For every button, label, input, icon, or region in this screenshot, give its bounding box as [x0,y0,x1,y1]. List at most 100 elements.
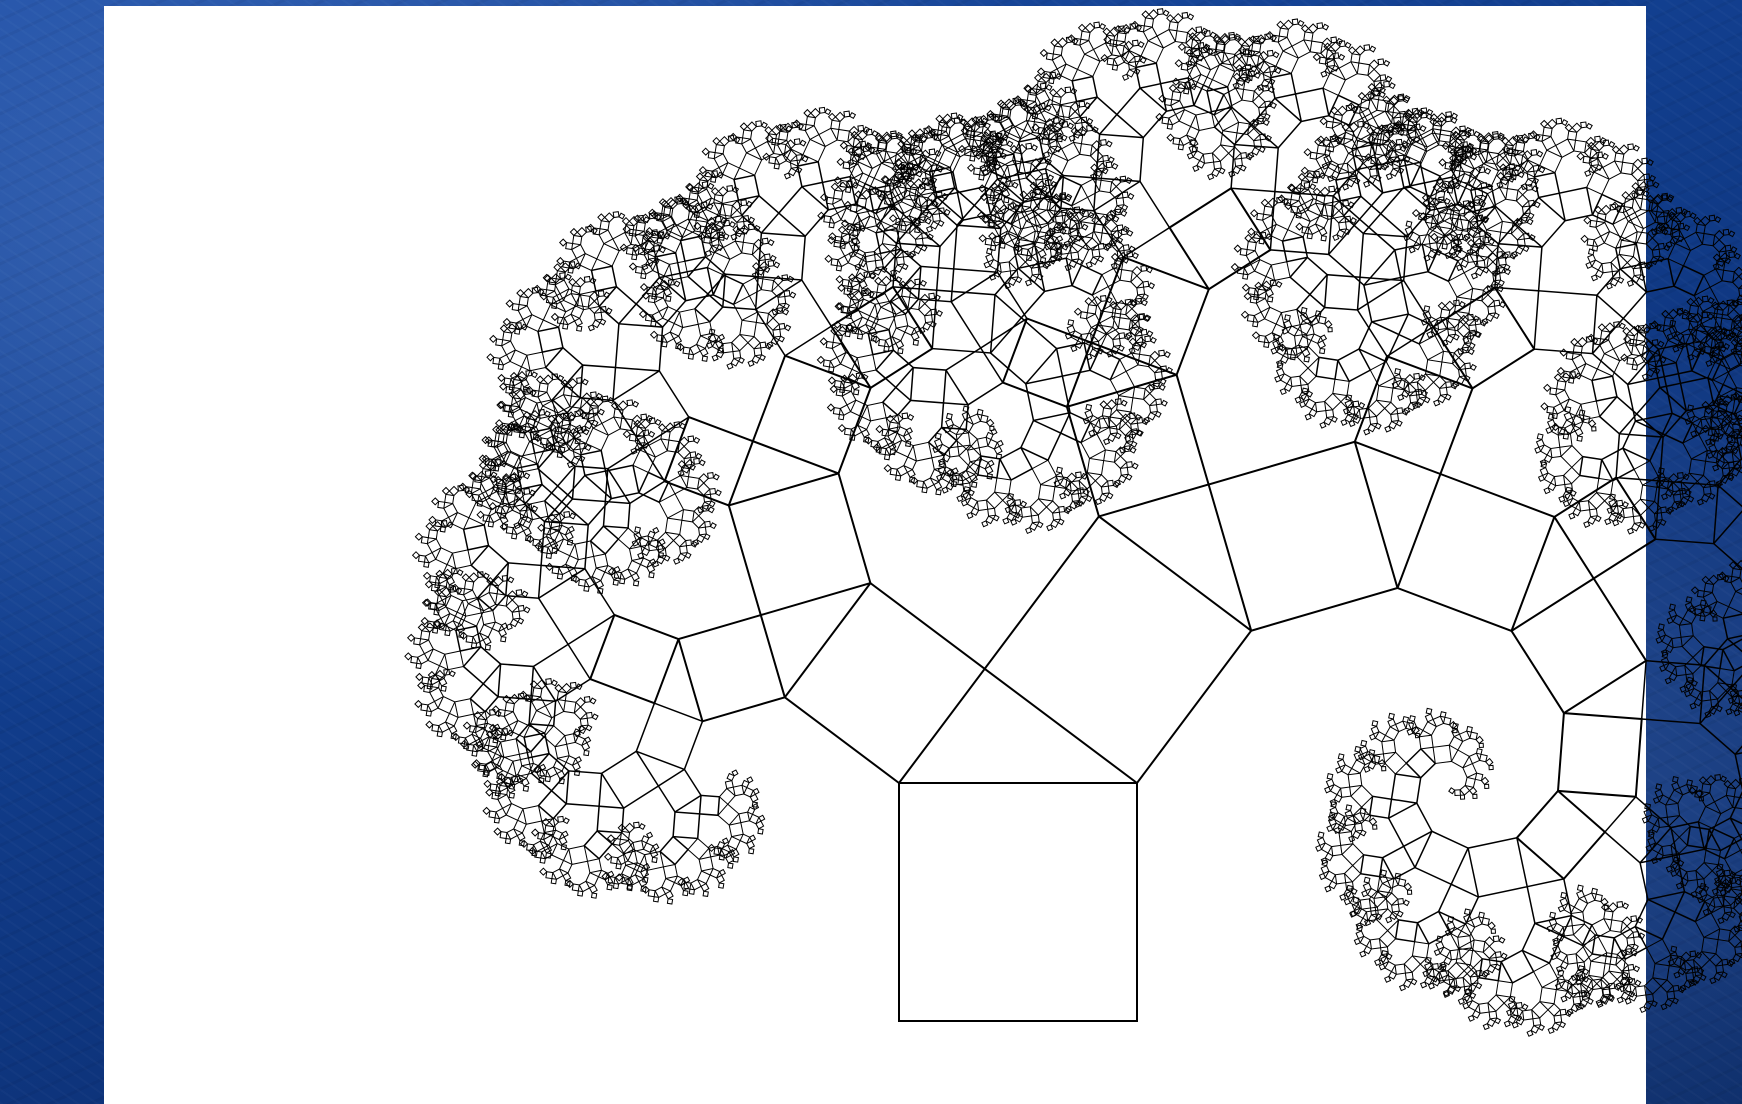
tree-square [1117,33,1126,42]
tree-square [464,647,501,684]
tree-square [1515,142,1524,151]
tree-square [566,243,573,250]
tree-square [1113,339,1121,347]
tree-square [1319,57,1326,64]
tree-square [1558,434,1572,448]
tree-square [762,122,768,128]
tree-square [785,583,985,783]
tree-square [524,473,530,479]
tree-square [471,643,476,648]
tree-square [970,156,975,161]
tree-square [1021,421,1061,461]
tree-square [501,637,506,642]
tree-square [564,818,570,824]
tree-square [1057,88,1066,97]
tree-square [704,534,710,540]
tree-square [517,833,525,841]
tree-square [689,889,694,894]
tree-square [827,197,834,204]
tree-square [1710,439,1716,445]
tree-square [1618,278,1624,284]
tree-square [1370,362,1394,386]
tree-square [1098,244,1104,250]
tree-square [1624,336,1631,343]
tree-square [1709,215,1715,221]
tree-square [490,512,500,522]
tree-square [1648,815,1658,825]
tree-square [523,786,528,791]
tree-square [758,829,763,834]
tree-square [501,325,508,332]
tree-square [1053,46,1062,55]
tree-square [692,187,699,194]
tree-square [1370,46,1376,52]
tree-square [1281,309,1300,328]
tree-square [1414,373,1420,379]
tree-square [1319,228,1327,236]
tree-square [1728,698,1734,704]
tree-square [1095,475,1107,487]
tree-square [557,574,562,579]
tree-square [798,162,823,187]
tree-square [1735,947,1742,955]
tree-square [1734,902,1742,914]
tree-square [929,428,957,456]
tree-square [1310,184,1316,190]
tree-square [1597,354,1619,376]
tree-square [859,324,869,334]
tree-square [1040,50,1047,57]
tree-square [1581,235,1588,242]
tree-square [653,844,659,850]
tree-square [1313,178,1318,183]
tree-square [1271,348,1277,354]
tree-square [1358,93,1365,100]
tree-square [1661,1004,1667,1010]
tree-square [652,857,657,862]
tree-square [1102,408,1111,417]
tree-square [700,167,707,174]
tree-square [1112,164,1118,170]
tree-square [1700,777,1707,784]
tree-square [779,324,785,330]
tree-square [700,795,720,815]
tree-square [1082,232,1100,250]
tree-square [857,317,874,334]
tree-square [1717,413,1731,427]
tree-square [1683,610,1696,623]
tree-square [619,213,625,219]
tree-square [453,550,472,569]
tree-square [1518,186,1527,195]
tree-square [838,256,848,266]
tree-square [1320,118,1327,125]
tree-square [993,515,999,521]
tree-square [1086,496,1092,502]
tree-square [839,226,846,233]
tree-square [1643,191,1649,197]
tree-square [991,245,996,250]
tree-square [885,455,890,460]
tree-square [662,879,675,892]
tree-square [740,834,750,843]
tree-square [925,218,931,224]
tree-square [449,726,457,734]
tree-square [1586,262,1592,268]
tree-square [1182,13,1188,19]
tree-square [1271,73,1296,98]
tree-square [490,336,497,343]
tree-square [811,109,820,118]
tree-square [1445,394,1451,400]
tree-square [794,139,800,145]
tree-square [1494,300,1500,306]
tree-square [831,287,932,388]
tree-square [576,757,582,763]
tree-square [1438,302,1445,309]
tree-square [834,240,841,247]
tree-square [627,400,633,406]
tree-square [829,223,834,228]
tree-square [850,205,857,212]
tree-square [1268,198,1277,207]
tree-square [563,873,571,881]
tree-square [416,663,421,668]
tree-square [1410,395,1418,403]
